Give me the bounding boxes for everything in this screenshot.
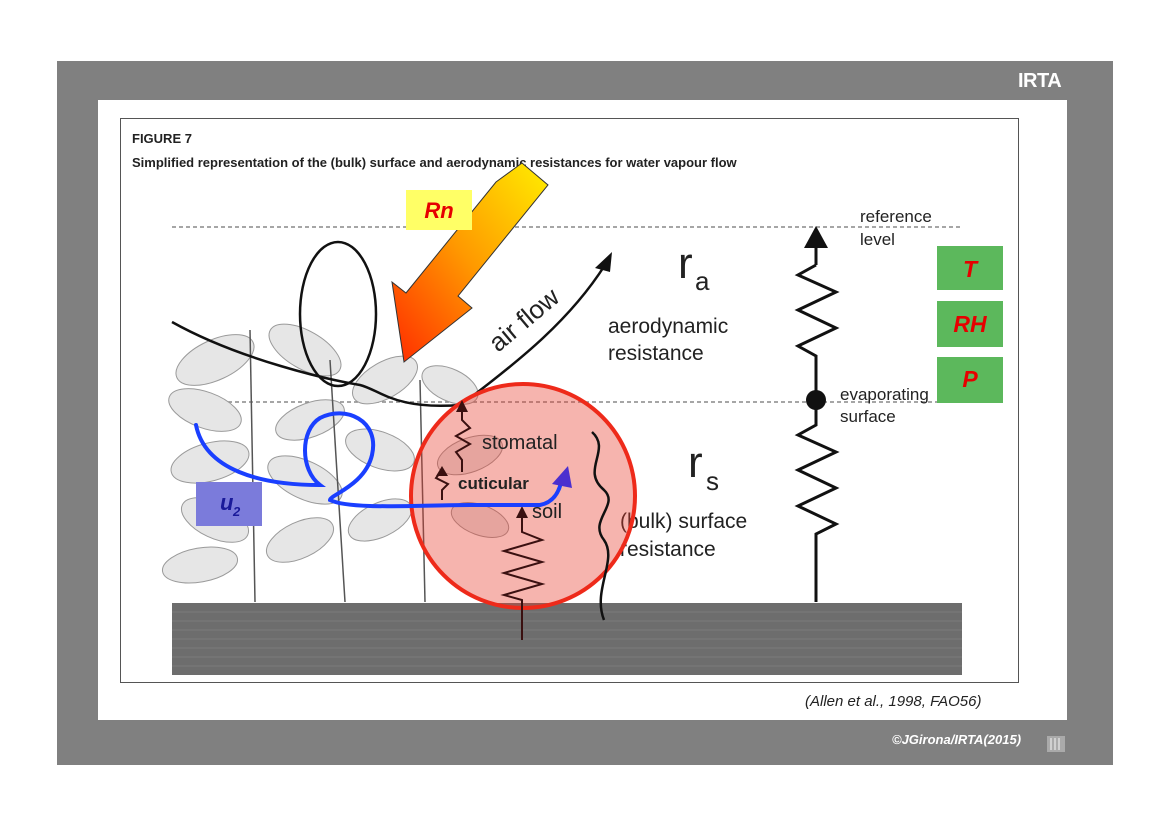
soil-resistor: [500, 512, 546, 640]
temperature-badge: [937, 246, 1003, 290]
rs-symbol: r: [688, 438, 703, 487]
cuticular-arrowhead: [436, 466, 448, 476]
wind-flow-path: [194, 411, 564, 509]
evaporating-label-line2: surface: [840, 407, 896, 426]
plant-stems: [249, 329, 426, 603]
figure-frame: [120, 118, 1019, 683]
pressure-badge: [937, 357, 1003, 403]
stomatal-arrowhead: [456, 400, 468, 412]
ra-symbol: r: [678, 239, 693, 288]
humidity-badge: [937, 301, 1003, 347]
figure-number: FIGURE 7: [132, 131, 192, 146]
corner-logo-icon: [1047, 736, 1065, 752]
aerodynamic-resistor: [794, 263, 840, 400]
evaporating-label-line1: evaporating: [840, 385, 929, 404]
irta-logo: IRTA: [1018, 70, 1062, 92]
wind-speed-subscript: 2: [232, 504, 241, 519]
humidity-badge-label: RH: [953, 311, 987, 337]
cuticular-label: cuticular: [458, 474, 529, 493]
turbulence-curve: [171, 320, 461, 408]
stomatal-resistor: [453, 402, 473, 472]
wind-flow-arrowhead: [552, 466, 572, 488]
figure-title: Simplified representation of the (bulk) …: [132, 155, 738, 170]
reference-label-line2: level: [860, 230, 895, 249]
surface-resistor: [794, 400, 840, 602]
ground-texture: [172, 611, 962, 667]
reference-label-line1: reference: [860, 207, 932, 226]
aerodynamic-label-line1: aerodynamic: [608, 315, 728, 338]
aerodynamic-label-line2: resistance: [608, 342, 704, 365]
turbulence-loop: [298, 240, 378, 388]
stomatal-label: stomatal: [482, 432, 558, 454]
wind-speed-badge: [196, 482, 262, 526]
temperature-badge-label: T: [963, 256, 979, 282]
pressure-badge-label: P: [962, 366, 978, 392]
surface-resistance-line2: resistance: [620, 538, 716, 561]
rn-badge: [406, 190, 472, 230]
citation: (Allen et al., 1998, FAO56): [805, 693, 982, 710]
ra-subscript: a: [695, 266, 710, 296]
reference-level-arrowhead: [804, 226, 828, 248]
wind-speed-symbol: u: [220, 490, 234, 515]
resistance-highlight-circle: [409, 382, 637, 610]
surface-resistance-line1: (bulk) surface: [620, 510, 747, 533]
bulk-surface-brace: [591, 431, 610, 621]
rs-subscript: s: [706, 466, 719, 496]
air-flow-arrow: [469, 264, 607, 399]
rn-badge-label: Rn: [424, 198, 453, 223]
air-flow-label: air flow: [483, 282, 566, 358]
soil-arrowhead: [516, 506, 528, 518]
copyright: ©JGirona/IRTA(2015): [892, 732, 1022, 747]
air-flow-arrowhead: [595, 252, 612, 272]
